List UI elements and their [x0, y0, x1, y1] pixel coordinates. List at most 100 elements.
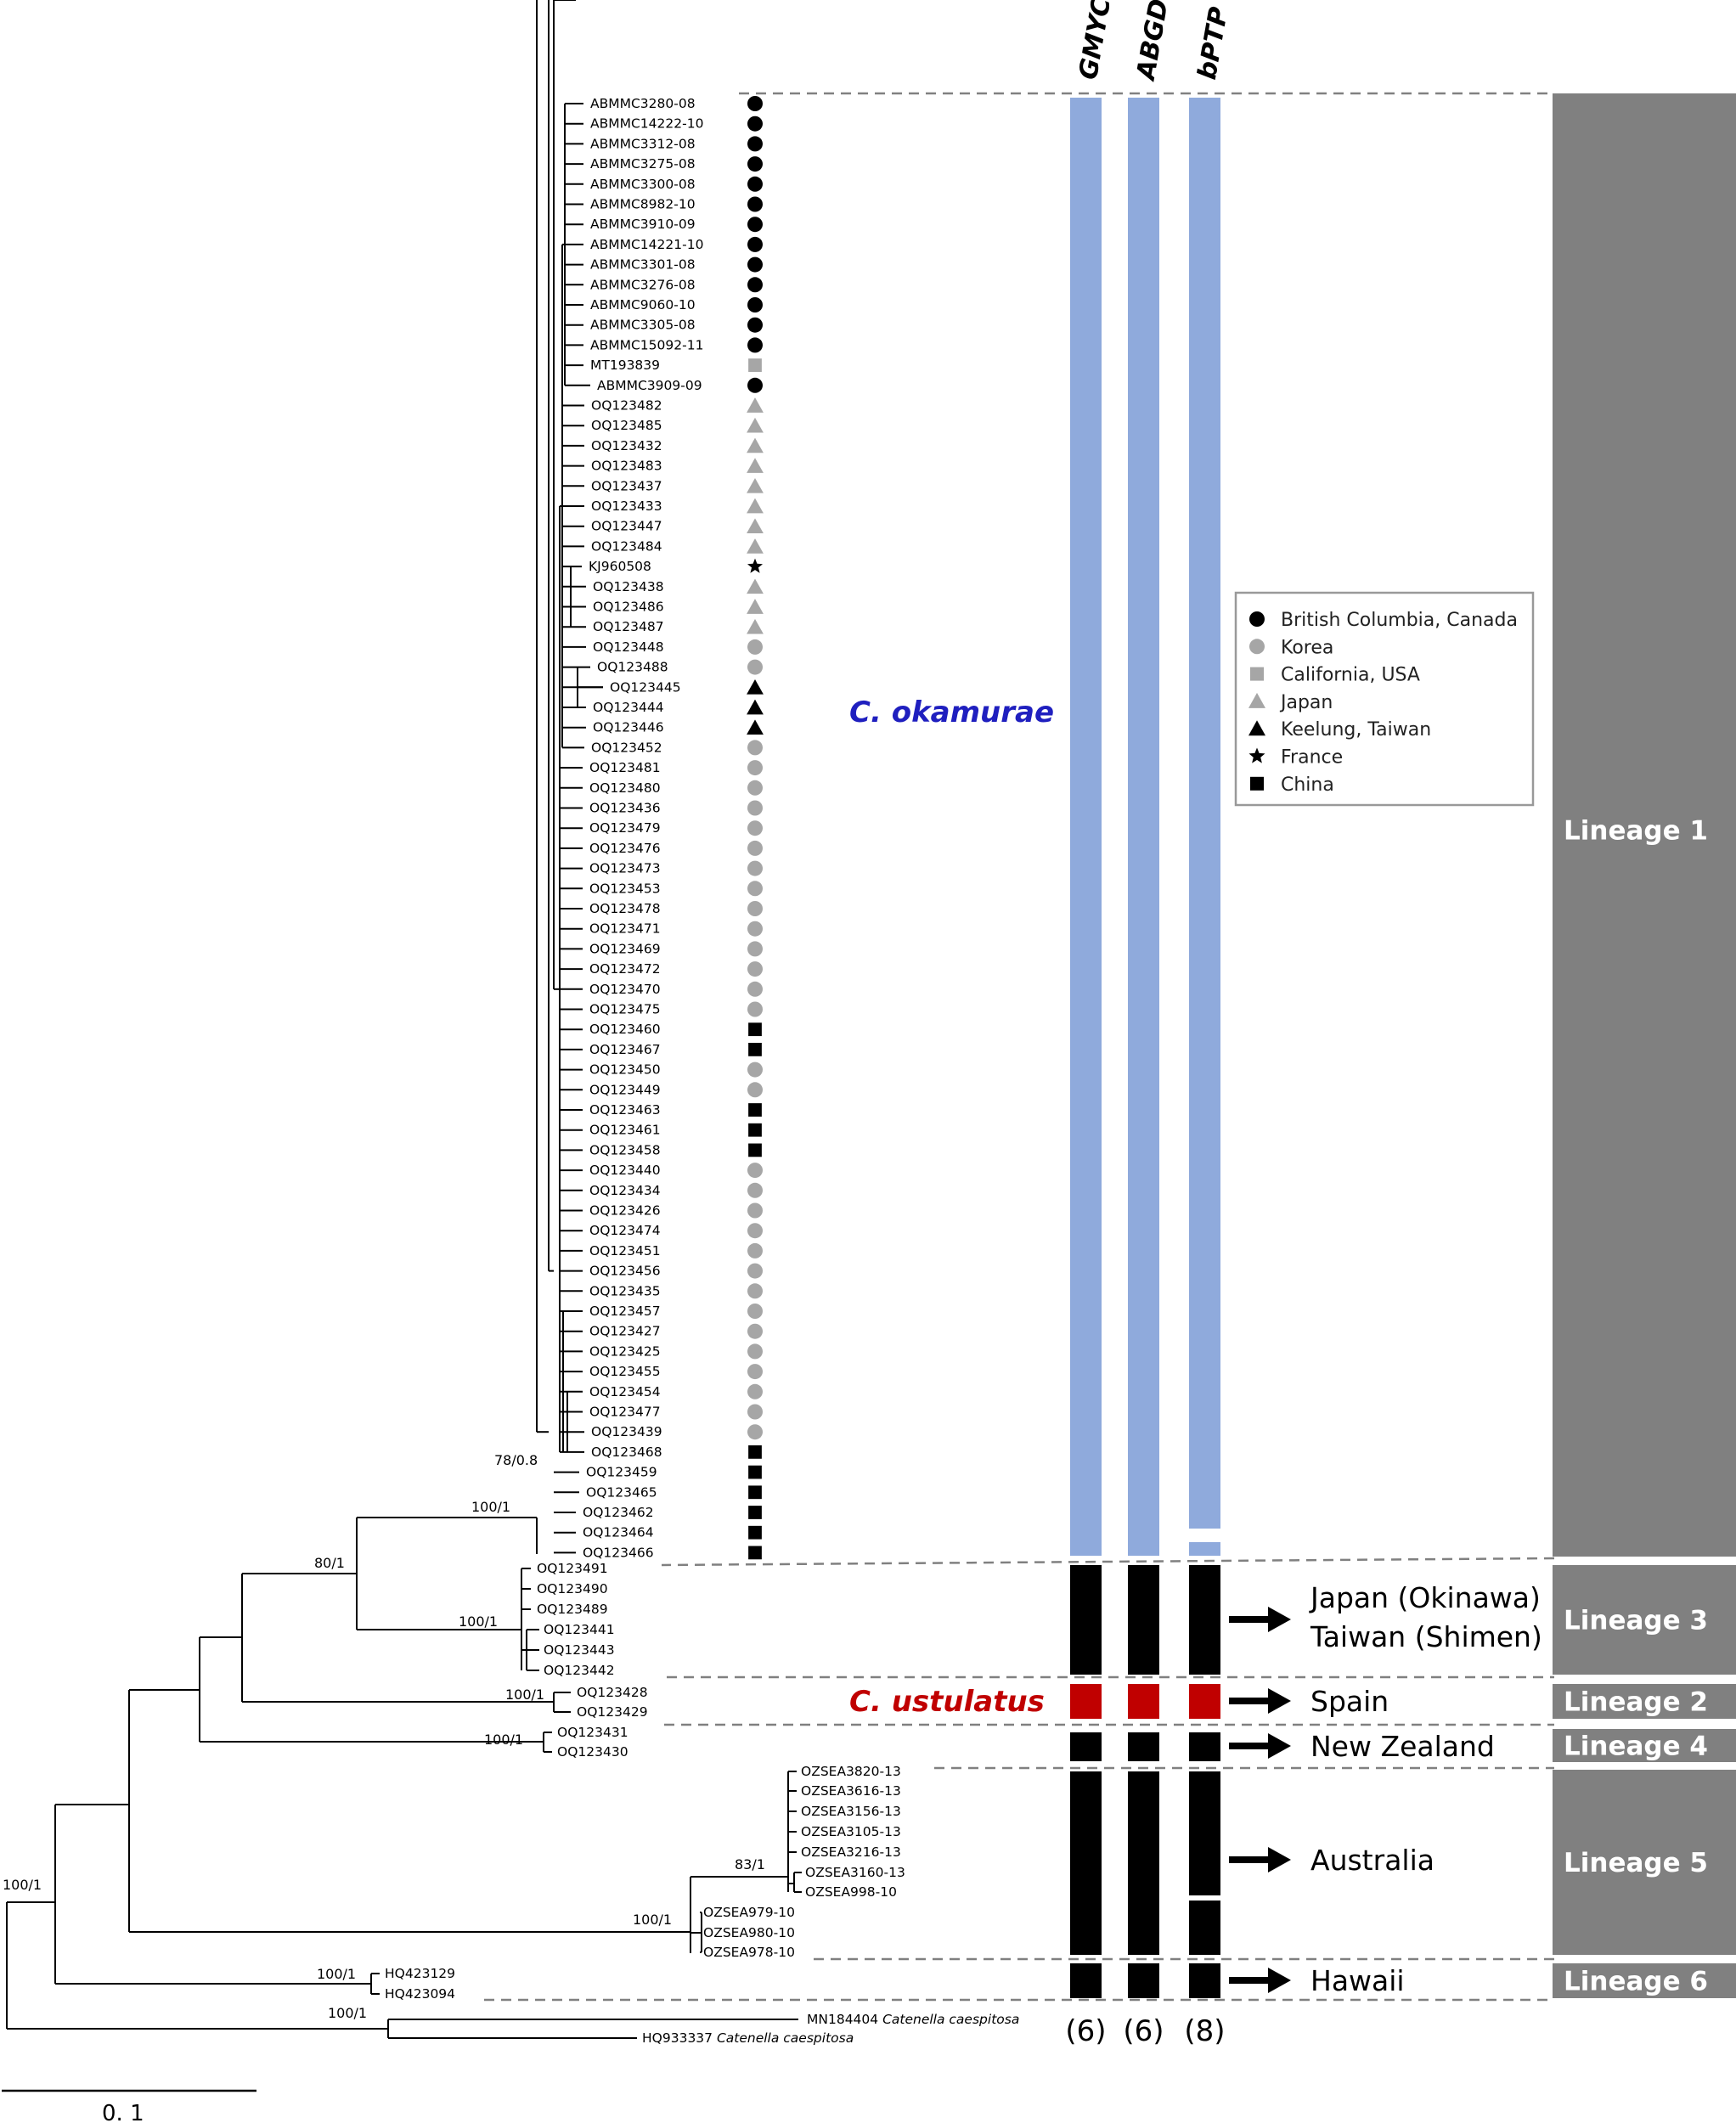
triangle-marker-icon: [747, 618, 764, 634]
triangle-marker-icon: [747, 719, 764, 735]
taxon-label: OQ123446: [593, 720, 664, 735]
taxon-label: OQ123466: [583, 1545, 654, 1560]
taxon-label: ABMMC3276-08: [590, 277, 696, 292]
circle-marker-icon: [747, 217, 763, 233]
taxon-label: ABMMC3300-08: [590, 177, 696, 192]
taxon-label: OQ123459: [586, 1465, 657, 1480]
legend-label: British Columbia, Canada: [1281, 610, 1518, 631]
taxon-label: HQ933337 Catenella caespitosa: [642, 2030, 854, 2046]
square-marker-icon: [748, 1465, 762, 1479]
taxon-label: OQ123448: [593, 639, 664, 655]
taxon-label: OQ123480: [589, 780, 661, 796]
taxon-label: KJ960508: [589, 559, 651, 574]
delimitation-bar-black: [1070, 1732, 1102, 1761]
lineage-label: Lineage 4: [1564, 1732, 1708, 1762]
taxon-label: OQ123428: [577, 1685, 648, 1700]
square-marker-icon: [748, 1546, 762, 1560]
taxon-label: OQ123431: [557, 1725, 628, 1740]
support-value: 78/0.8: [494, 1452, 538, 1468]
delimitation-bar-okamurae: [1189, 98, 1220, 1556]
lineage-label: Lineage 6: [1564, 1967, 1708, 1997]
circle-marker-icon: [747, 760, 763, 776]
circle-marker-icon: [747, 1283, 763, 1299]
support-value: 100/1: [328, 2005, 367, 2021]
legend-circle-icon: [1249, 639, 1265, 655]
taxon-label: OZSEA998-10: [805, 1884, 897, 1900]
circle-marker-icon: [747, 639, 763, 655]
bar-split-gap: [1189, 1895, 1220, 1901]
circle-marker-icon: [747, 377, 763, 393]
taxon-label: OQ123434: [589, 1183, 661, 1198]
taxon-label: OZSEA980-10: [703, 1925, 795, 1940]
taxon-label: OZSEA3216-13: [801, 1844, 901, 1860]
delimitation-bar-ustulatus: [1189, 1684, 1220, 1719]
taxon-label: OQ123449: [589, 1082, 661, 1097]
lineage-panel: [1553, 1565, 1736, 1675]
circle-marker-icon: [747, 337, 763, 353]
delimitation-bar-black: [1189, 1963, 1220, 1998]
lineage-label: Lineage 5: [1564, 1848, 1708, 1878]
taxon-label: OQ123461: [589, 1123, 661, 1138]
lineage-dashed-separators: [484, 92, 1555, 2002]
support-value: 100/1: [3, 1877, 42, 1893]
taxon-label: OQ123438: [593, 579, 664, 594]
taxon-label: ABMMC14221-10: [590, 237, 703, 252]
lineage-panel: [1553, 104, 1736, 1557]
taxon-label: OQ123473: [589, 861, 661, 876]
circle-marker-icon: [747, 1304, 763, 1319]
taxon-label: OQ123458: [589, 1142, 661, 1157]
triangle-marker-icon: [747, 477, 764, 493]
circle-marker-icon: [747, 196, 763, 212]
species-label-okamurae: C. okamurae: [849, 695, 1054, 729]
delimitation-bar-black: [1070, 1565, 1102, 1675]
circle-marker-icon: [747, 981, 763, 997]
circle-marker-icon: [747, 780, 763, 796]
circle-marker-icon: [747, 1163, 763, 1179]
taxon-label: OQ123457: [589, 1304, 661, 1319]
taxon-label: ABMMC15092-11: [590, 337, 703, 352]
square-marker-icon: [748, 1525, 762, 1540]
circle-marker-icon: [747, 1364, 763, 1380]
taxon-label: OQ123430: [557, 1744, 628, 1760]
taxon-label: OQ123489: [537, 1602, 608, 1617]
circle-marker-icon: [747, 115, 763, 132]
taxon-label: ABMMC3910-09: [590, 217, 696, 232]
taxon-label: OQ123443: [544, 1642, 615, 1658]
square-marker-icon: [748, 1485, 762, 1500]
delimitation-bar-black: [1189, 1565, 1220, 1675]
taxon-label: OQ123488: [597, 660, 668, 675]
legend-label: China: [1281, 774, 1334, 796]
taxon-accession: HQ933337: [642, 2030, 717, 2046]
method-count: (6): [1123, 2014, 1164, 2048]
legend-triangle-icon: [1248, 720, 1265, 736]
taxon-accession: MN184404: [807, 2012, 882, 2027]
tree-branches: [6, 0, 802, 2039]
method-count: (6): [1065, 2014, 1106, 2048]
arrow-right-icon: [1268, 1607, 1291, 1632]
legend-triangle-icon: [1248, 692, 1265, 708]
circle-marker-icon: [747, 1404, 763, 1420]
region-label: Australia: [1310, 1844, 1434, 1877]
taxon-label: OQ123467: [589, 1042, 661, 1057]
circle-marker-icon: [747, 1182, 763, 1198]
lineage-panel: [1553, 1684, 1736, 1719]
square-marker-icon: [748, 1022, 762, 1037]
taxon-label: OQ123484: [591, 538, 662, 554]
taxon-label: OQ123470: [589, 982, 661, 997]
taxon-label: OZSEA979-10: [703, 1905, 795, 1920]
taxon-label: ABMMC3275-08: [590, 156, 696, 172]
delimitation-bar-ustulatus: [1070, 1684, 1102, 1719]
taxon-label: OQ123479: [589, 820, 661, 836]
circle-marker-icon: [747, 1343, 763, 1360]
taxon-label: OQ123453: [589, 881, 661, 896]
delimitation-bar-black: [1128, 1963, 1159, 1998]
taxon-label: ABMMC3301-08: [590, 257, 696, 273]
taxon-label: ABMMC3312-08: [590, 136, 696, 151]
taxon-label: OQ123444: [593, 700, 664, 715]
taxon-label: OQ123445: [610, 679, 681, 695]
taxon-label: OZSEA3820-13: [801, 1764, 901, 1779]
method-header-bptp: bPTP: [1192, 5, 1234, 82]
support-value: 100/1: [317, 1966, 356, 1982]
